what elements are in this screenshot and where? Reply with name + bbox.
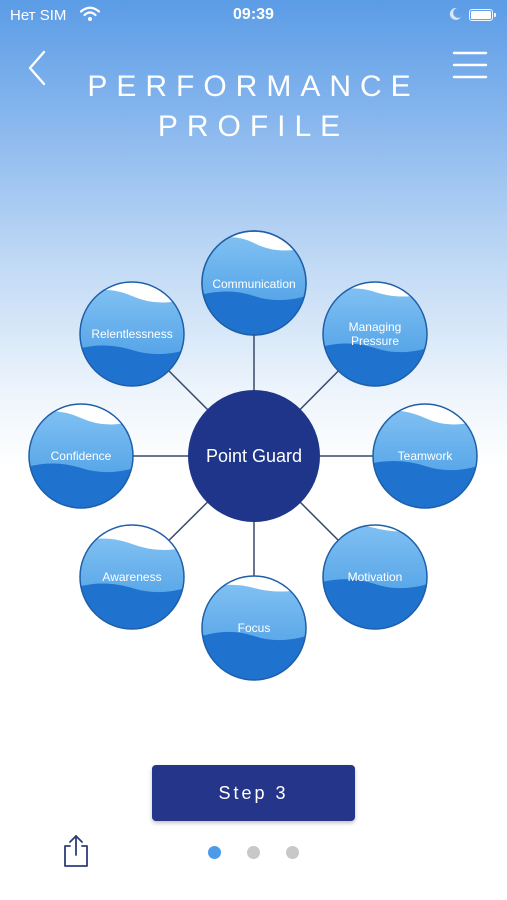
moon-icon	[449, 7, 461, 20]
hamburger-icon	[452, 51, 488, 79]
wifi-icon	[80, 6, 100, 21]
page-title-line-1: PERFORMANCE	[87, 70, 420, 103]
node-focus[interactable]: Focus	[190, 575, 318, 686]
status-bar: Нет SIM 09:39	[0, 0, 507, 32]
node-label-focus: Focus	[238, 621, 271, 635]
node-relentlessness[interactable]: Relentlessness	[68, 281, 196, 392]
node-label-communication: Communication	[212, 277, 295, 291]
node-label-awareness: Awareness	[102, 570, 161, 584]
page-dot-1[interactable]	[208, 846, 221, 859]
menu-button[interactable]	[450, 48, 490, 82]
back-button[interactable]	[22, 48, 56, 88]
node-managing-pressure[interactable]: Managing Pressure	[311, 281, 439, 392]
node-motivation[interactable]: Motivation	[311, 524, 439, 635]
page-indicator[interactable]	[0, 846, 507, 859]
node-label-motivation: Motivation	[348, 570, 403, 584]
node-confidence[interactable]: Confidence	[17, 403, 145, 514]
step-button[interactable]: Step 3	[152, 765, 355, 821]
battery-icon	[469, 9, 496, 21]
share-icon	[64, 835, 88, 867]
page-title-line-2: PROFILE	[157, 110, 350, 143]
node-label-teamwork: Teamwork	[398, 449, 454, 463]
node-label-pressure: Pressure	[351, 334, 399, 348]
node-communication[interactable]: Communication	[190, 230, 318, 340]
clock: 09:39	[233, 6, 274, 23]
node-label-relentlessness: Relentlessness	[91, 327, 172, 341]
center-node[interactable]: Point Guard	[188, 390, 320, 522]
center-node-label: Point Guard	[206, 446, 302, 466]
node-awareness[interactable]: Awareness	[68, 524, 196, 635]
performance-diagram: Communication Managing Pressure Teamwork…	[17, 230, 489, 686]
carrier-label: Нет SIM	[10, 7, 67, 24]
page-dot-2[interactable]	[247, 846, 260, 859]
node-label-confidence: Confidence	[51, 449, 112, 463]
page-dot-3[interactable]	[286, 846, 299, 859]
share-button[interactable]	[60, 833, 92, 869]
node-label-managing: Managing	[349, 320, 402, 334]
node-teamwork[interactable]: Teamwork	[361, 403, 489, 514]
chevron-left-icon	[28, 50, 46, 86]
